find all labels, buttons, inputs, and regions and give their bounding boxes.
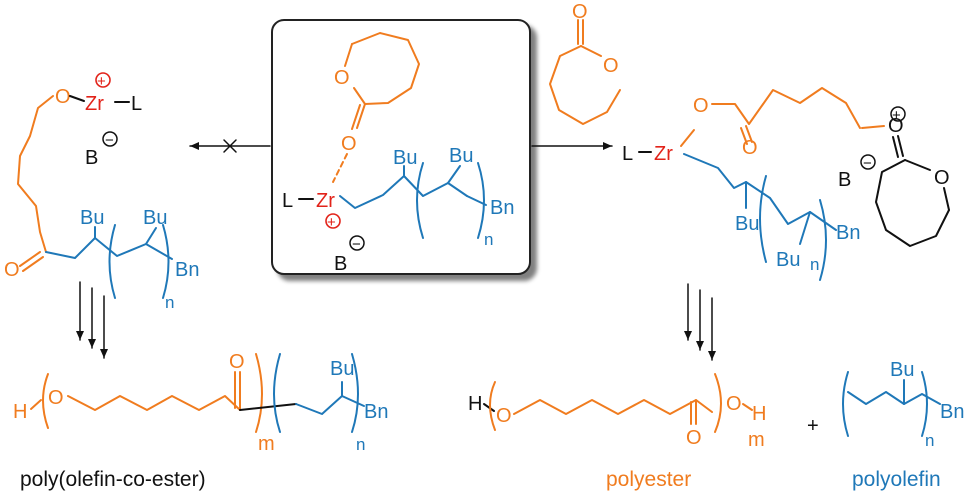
carbonyl-oxygen: O [686, 427, 702, 449]
butyl-label: Bu [330, 358, 354, 380]
olefin-chain [683, 153, 837, 231]
acid-hydrogen: H [752, 403, 766, 425]
ester-repeat-chain [513, 399, 713, 415]
left-intermediate: O Zr + L B − O Bu Bu Bn n [4, 72, 199, 312]
butyl-label: Bu [890, 359, 914, 381]
carbonyl-oxygen: O [572, 1, 588, 23]
cross-mark-icon [223, 139, 237, 153]
right-intermediate: L Zr O O O + O B − Bu Bu Bn n [622, 87, 950, 281]
acyl-oxygen: O [693, 95, 709, 117]
butyl-label: Bu [449, 145, 473, 167]
counterion-label: B [334, 253, 347, 275]
svg-text:+: + [892, 107, 901, 124]
butyl-label: Bu [735, 213, 759, 235]
copolymer-caption: poly(olefin-co-ester) [20, 468, 206, 491]
central-intermediate-box: O O L Zr + Bu Bu Bn n B − [271, 19, 531, 275]
counterion-label: B [838, 169, 851, 191]
svg-text:−: − [863, 155, 872, 172]
polyester-structure: H O O O H m [468, 373, 766, 451]
carbonyl-oxygen: O [341, 133, 357, 155]
acid-oxygen: O [726, 393, 742, 415]
multi-step-arrows-left [76, 281, 108, 359]
ligand-label: L [622, 143, 633, 165]
polyolefin-structure: Bu Bn n [842, 359, 964, 450]
ring-opened-chain [711, 87, 861, 129]
lactone-ring [351, 32, 420, 105]
benzyl-label: Bn [940, 401, 964, 423]
butyl-label: Bu [80, 207, 104, 229]
ring-oxygen: O [334, 67, 350, 89]
copolymer-structure: H O O m Bu Bn n [13, 351, 388, 455]
coordination-bond [332, 153, 348, 183]
repeat-index-n: n [165, 293, 174, 312]
polyester-caption: polyester [606, 468, 691, 491]
ester-chain [17, 95, 54, 253]
carbonyl-oxygen: O [742, 137, 758, 159]
ether-oxygen: O [496, 405, 512, 427]
free-caprolactone: O O [549, 1, 621, 125]
ether-oxygen: O [48, 387, 64, 409]
repeat-index-m: m [748, 429, 765, 451]
ketone-oxygen: O [4, 259, 20, 281]
repeat-index-m: m [258, 433, 275, 455]
svg-text:+: + [97, 73, 106, 90]
zirconium-atom: Zr [85, 93, 104, 115]
butyl-label: Bu [776, 249, 800, 271]
polyolefin-caption: polyolefin [852, 468, 941, 491]
ring-oxygen: O [934, 167, 950, 189]
benzyl-label: Bn [836, 222, 860, 244]
svg-text:−: − [105, 132, 114, 149]
repeat-index-n: n [925, 431, 934, 450]
zirconium-atom: Zr [316, 190, 335, 212]
ligand-label: L [282, 190, 293, 212]
multi-step-arrows-right [684, 283, 716, 361]
benzyl-label: Bn [175, 259, 199, 281]
svg-text:+: + [327, 214, 336, 231]
svg-text:−: − [352, 236, 361, 253]
carbonyl-bond [351, 103, 366, 130]
ester-repeat-chain [67, 395, 241, 411]
ring-oxygen: O [603, 55, 619, 77]
alkoxide-oxygen: O [55, 86, 71, 108]
benzyl-label: Bn [490, 197, 514, 219]
repeat-bracket-right [477, 162, 485, 239]
ligand-label: L [131, 93, 142, 115]
plus-sign: + [807, 415, 819, 437]
butyl-label: Bu [393, 147, 417, 169]
counterion-label: B [85, 147, 98, 169]
repeat-index-n: n [810, 255, 819, 274]
olefin-chain [45, 237, 173, 260]
hydrogen-atom: H [13, 401, 27, 423]
butyl-label: Bu [143, 207, 167, 229]
positive-charge [325, 213, 341, 229]
negative-charge [349, 235, 365, 251]
hydrogen-atom: H [468, 393, 482, 415]
repeat-index-n: n [356, 435, 365, 454]
zirconium-atom: Zr [654, 143, 673, 165]
repeat-index-n: n [484, 230, 493, 249]
repeat-bracket-left [416, 162, 424, 239]
carbonyl-oxygen: O [229, 351, 245, 373]
benzyl-label: Bn [364, 401, 388, 423]
